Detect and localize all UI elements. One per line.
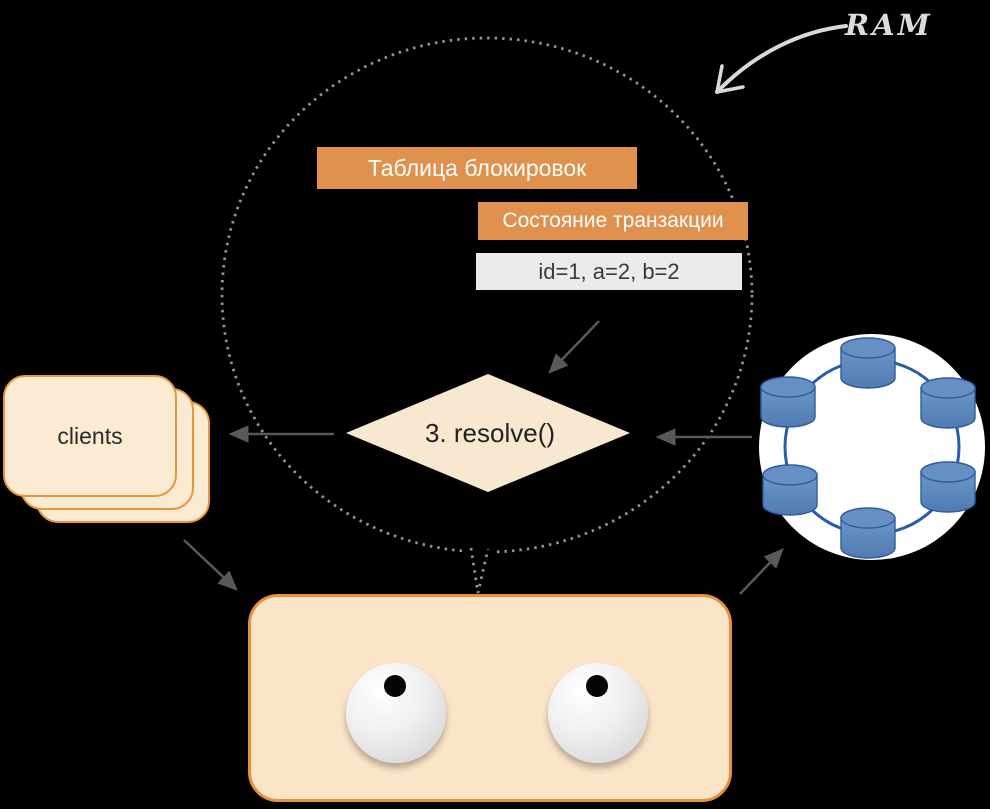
ram-arrow-icon xyxy=(715,24,848,94)
db-node-icon xyxy=(920,461,976,513)
db-node-icon xyxy=(762,464,818,516)
tx-values-box: id=1, a=2, b=2 xyxy=(476,253,742,290)
right-pupil-icon xyxy=(586,675,608,697)
db-node-icon xyxy=(920,377,976,429)
db-node-icon xyxy=(840,507,896,559)
db-node-icon xyxy=(760,376,816,428)
bubble-tail-icon xyxy=(469,547,490,594)
arrow-state-to-resolve-icon xyxy=(548,320,600,374)
resolve-label: 3. resolve() xyxy=(348,413,632,453)
txn-processor-box xyxy=(248,594,732,802)
ram-label: RAM xyxy=(845,8,933,42)
tx-values-label: id=1, a=2, b=2 xyxy=(538,258,680,284)
memory-bubble-outline xyxy=(220,36,754,594)
arrow-clients-to-txn-icon xyxy=(183,539,238,591)
bubble-tail-mask xyxy=(467,542,492,558)
resolve-label-text: 3. resolve() xyxy=(424,417,556,448)
right-eye-icon xyxy=(548,663,648,763)
memory-bubble-circle xyxy=(220,36,754,554)
lock-table-label: Таблица блокировок xyxy=(367,154,587,181)
lock-table-box: Таблица блокировок xyxy=(317,147,637,189)
tx-state-box: Состояние транзакции xyxy=(478,202,748,240)
database-ring xyxy=(759,334,985,560)
db-node-icon xyxy=(840,337,896,389)
left-pupil-icon xyxy=(384,675,406,697)
resolve-diamond xyxy=(346,374,630,492)
tx-state-label: Состояние транзакции xyxy=(502,209,724,232)
left-eye-icon xyxy=(346,663,446,763)
clients-label: clients xyxy=(57,422,123,449)
client-card-front: clients xyxy=(3,375,177,497)
arrow-txn-to-ring-icon xyxy=(739,548,784,595)
